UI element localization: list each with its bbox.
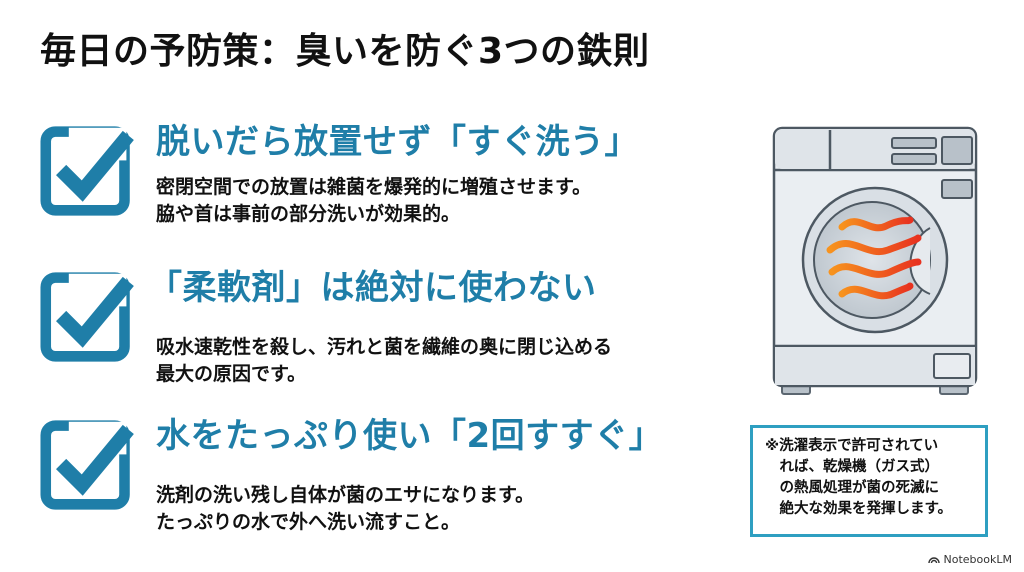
rule-description-line: 吸水速乾性を殺し、汚れと菌を繊維の奥に閉じ込める: [156, 336, 613, 358]
rule-description-line: 洗剤の洗い残し自体が菌のエサになります。: [156, 484, 535, 506]
rule-heading: 脱いだら放置せず「すぐ洗う」: [156, 122, 639, 162]
checkbox-checked-icon: [40, 272, 134, 362]
rule-description-line: 密閉空間での放置は雑菌を爆発的に増殖させます。: [156, 176, 592, 198]
drying-tip-callout: ※洗濯表示で許可されてい れば、乾燥機（ガス式） の熱風処理が菌の死滅に 絶大な…: [750, 425, 988, 537]
rule-description-line: 脇や首は事前の部分洗いが効果的。: [156, 202, 461, 225]
rule-heading: 「柔軟剤」は絶対に使わない: [148, 268, 597, 308]
rule-heading: 水をたっぷり使い「2回すすぐ」: [156, 416, 664, 456]
rule-description: 洗剤の洗い残し自体が菌のエサになります。 たっぷりの水で外へ洗い流すこと。: [156, 482, 534, 535]
callout-line: ※洗濯表示で許可されてい: [765, 438, 939, 454]
callout-line: れば、乾燥機（ガス式）: [765, 459, 939, 476]
rule-description-line: 最大の原因です。: [156, 362, 307, 385]
checkbox-checked-icon: [40, 126, 134, 216]
callout-text: ※洗濯表示で許可されてい れば、乾燥機（ガス式） の熱風処理が菌の死滅に 絶大な…: [765, 436, 952, 520]
callout-line: の熱風処理が菌の死滅に: [765, 480, 939, 497]
callout-line: 絶大な効果を発揮します。: [765, 501, 953, 518]
rule-description: 吸水速乾性を殺し、汚れと菌を繊維の奥に閉じ込める 最大の原因です。: [156, 334, 612, 387]
checkbox-checked-icon: [40, 420, 134, 510]
rule-description-line: たっぷりの水で外へ洗い流すこと。: [156, 510, 461, 533]
notebooklm-logo-icon: [927, 557, 940, 564]
notebooklm-watermark: NotebookLM: [927, 553, 1012, 566]
watermark-label: NotebookLM: [943, 553, 1012, 566]
page-title: 毎日の予防策：臭いを防ぐ3つの鉄則: [40, 31, 650, 72]
washing-machine-heat-icon: [772, 126, 978, 395]
rule-description: 密閉空間での放置は雑菌を爆発的に増殖させます。 脇や首は事前の部分洗いが効果的。: [156, 174, 591, 227]
